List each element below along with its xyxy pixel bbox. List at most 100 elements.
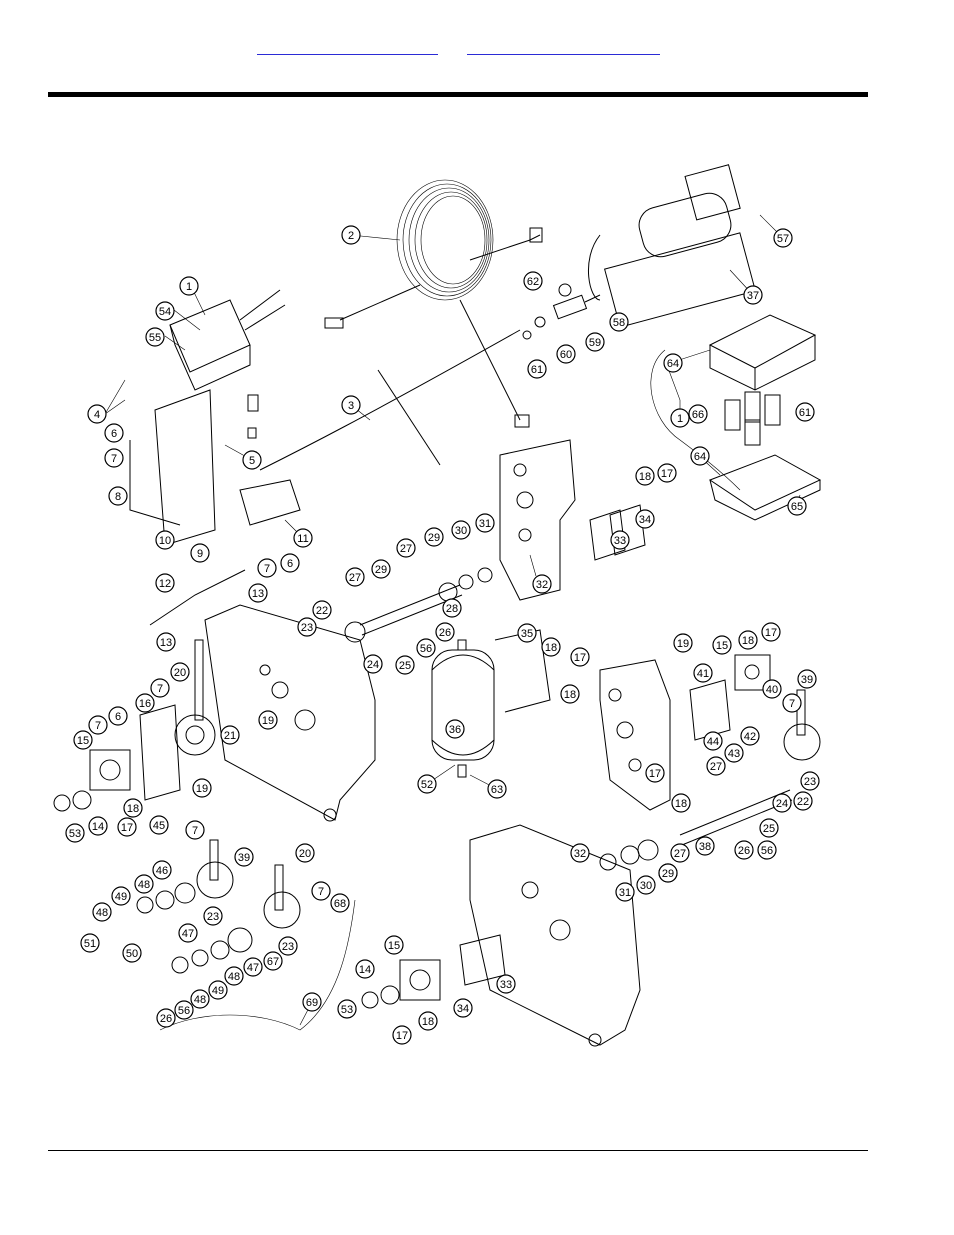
callout-18e[interactable]: 18 xyxy=(738,630,758,650)
callout-59[interactable]: 59 xyxy=(585,332,605,352)
callout-34b[interactable]: 34 xyxy=(453,998,473,1018)
callout-36[interactable]: 36 xyxy=(445,719,465,739)
callout-15c[interactable]: 15 xyxy=(384,935,404,955)
callout-29[interactable]: 29 xyxy=(424,527,444,547)
callout-15[interactable]: 15 xyxy=(73,730,93,750)
callout-16[interactable]: 16 xyxy=(135,693,155,713)
callout-38[interactable]: 38 xyxy=(695,836,715,856)
callout-66[interactable]: 66 xyxy=(688,404,708,424)
callout-69[interactable]: 69 xyxy=(302,992,322,1012)
callout-44[interactable]: 44 xyxy=(703,731,723,751)
callout-20[interactable]: 20 xyxy=(170,662,190,682)
callout-23c[interactable]: 23 xyxy=(203,906,223,926)
callout-30[interactable]: 30 xyxy=(451,520,471,540)
callout-7d[interactable]: 7 xyxy=(88,715,108,735)
callout-13b[interactable]: 13 xyxy=(156,632,176,652)
callout-9[interactable]: 9 xyxy=(190,543,210,563)
callout-10[interactable]: 10 xyxy=(155,530,175,550)
callout-58[interactable]: 58 xyxy=(609,312,629,332)
callout-47[interactable]: 47 xyxy=(178,923,198,943)
callout-27[interactable]: 27 xyxy=(396,538,416,558)
callout-7[interactable]: 7 xyxy=(104,448,124,468)
callout-26[interactable]: 26 xyxy=(435,622,455,642)
callout-46[interactable]: 46 xyxy=(152,860,172,880)
callout-33[interactable]: 33 xyxy=(610,530,630,550)
callout-39b[interactable]: 39 xyxy=(234,847,254,867)
callout-56b[interactable]: 56 xyxy=(757,840,777,860)
callout-23[interactable]: 23 xyxy=(297,617,317,637)
callout-7f[interactable]: 7 xyxy=(185,820,205,840)
callout-65[interactable]: 65 xyxy=(787,496,807,516)
callout-40[interactable]: 40 xyxy=(762,679,782,699)
callout-18[interactable]: 18 xyxy=(635,466,655,486)
callout-18c[interactable]: 18 xyxy=(560,684,580,704)
callout-34[interactable]: 34 xyxy=(635,509,655,529)
callout-11[interactable]: 11 xyxy=(293,528,313,548)
callout-31b[interactable]: 31 xyxy=(615,882,635,902)
callout-25[interactable]: 25 xyxy=(395,655,415,675)
callout-6c[interactable]: 6 xyxy=(108,706,128,726)
callout-22[interactable]: 22 xyxy=(312,600,332,620)
callout-7b[interactable]: 7 xyxy=(257,558,277,578)
callout-18d[interactable]: 18 xyxy=(123,798,143,818)
callout-61[interactable]: 61 xyxy=(527,359,547,379)
callout-27d[interactable]: 27 xyxy=(670,843,690,863)
callout-19b[interactable]: 19 xyxy=(192,778,212,798)
callout-22b[interactable]: 22 xyxy=(793,791,813,811)
callout-17f[interactable]: 17 xyxy=(392,1025,412,1045)
callout-49[interactable]: 49 xyxy=(111,886,131,906)
callout-20b[interactable]: 20 xyxy=(295,843,315,863)
callout-64[interactable]: 64 xyxy=(663,353,683,373)
callout-26b[interactable]: 26 xyxy=(734,840,754,860)
callout-35[interactable]: 35 xyxy=(517,623,537,643)
callout-30b[interactable]: 30 xyxy=(636,875,656,895)
callout-14[interactable]: 14 xyxy=(88,816,108,836)
callout-50[interactable]: 50 xyxy=(122,943,142,963)
callout-26c[interactable]: 26 xyxy=(156,1008,176,1028)
header-link-right[interactable] xyxy=(467,38,660,55)
callout-68[interactable]: 68 xyxy=(330,893,350,913)
callout-45[interactable]: 45 xyxy=(149,815,169,835)
callout-48[interactable]: 48 xyxy=(134,874,154,894)
callout-1b[interactable]: 1 xyxy=(670,408,690,428)
callout-27c[interactable]: 27 xyxy=(706,756,726,776)
callout-32[interactable]: 32 xyxy=(532,574,552,594)
callout-12[interactable]: 12 xyxy=(155,573,175,593)
callout-33b[interactable]: 33 xyxy=(496,974,516,994)
callout-60[interactable]: 60 xyxy=(556,344,576,364)
callout-2[interactable]: 2 xyxy=(341,225,361,245)
callout-53[interactable]: 53 xyxy=(65,823,85,843)
callout-18b[interactable]: 18 xyxy=(541,637,561,657)
callout-37[interactable]: 37 xyxy=(743,285,763,305)
callout-56c[interactable]: 56 xyxy=(174,1000,194,1020)
callout-17d[interactable]: 17 xyxy=(761,622,781,642)
callout-8[interactable]: 8 xyxy=(108,486,128,506)
callout-62[interactable]: 62 xyxy=(523,271,543,291)
callout-7c[interactable]: 7 xyxy=(150,678,170,698)
callout-17[interactable]: 17 xyxy=(657,463,677,483)
callout-6b[interactable]: 6 xyxy=(280,553,300,573)
callout-29b[interactable]: 29 xyxy=(371,559,391,579)
callout-29d[interactable]: 29 xyxy=(658,863,678,883)
callout-24[interactable]: 24 xyxy=(363,654,383,674)
callout-7e[interactable]: 7 xyxy=(782,693,802,713)
callout-23b[interactable]: 23 xyxy=(800,771,820,791)
callout-17e[interactable]: 17 xyxy=(645,763,665,783)
callout-19[interactable]: 19 xyxy=(258,710,278,730)
callout-18g[interactable]: 18 xyxy=(418,1011,438,1031)
callout-24b[interactable]: 24 xyxy=(772,793,792,813)
callout-64b[interactable]: 64 xyxy=(690,446,710,466)
callout-56[interactable]: 56 xyxy=(416,638,436,658)
callout-42[interactable]: 42 xyxy=(740,726,760,746)
callout-48d[interactable]: 48 xyxy=(190,989,210,1009)
callout-27b[interactable]: 27 xyxy=(345,567,365,587)
callout-28[interactable]: 28 xyxy=(442,598,462,618)
callout-41[interactable]: 41 xyxy=(693,663,713,683)
callout-7g[interactable]: 7 xyxy=(311,881,331,901)
callout-13[interactable]: 13 xyxy=(248,583,268,603)
callout-48b[interactable]: 48 xyxy=(92,902,112,922)
callout-55[interactable]: 55 xyxy=(145,327,165,347)
callout-4[interactable]: 4 xyxy=(87,404,107,424)
callout-14b[interactable]: 14 xyxy=(355,959,375,979)
callout-54[interactable]: 54 xyxy=(155,301,175,321)
